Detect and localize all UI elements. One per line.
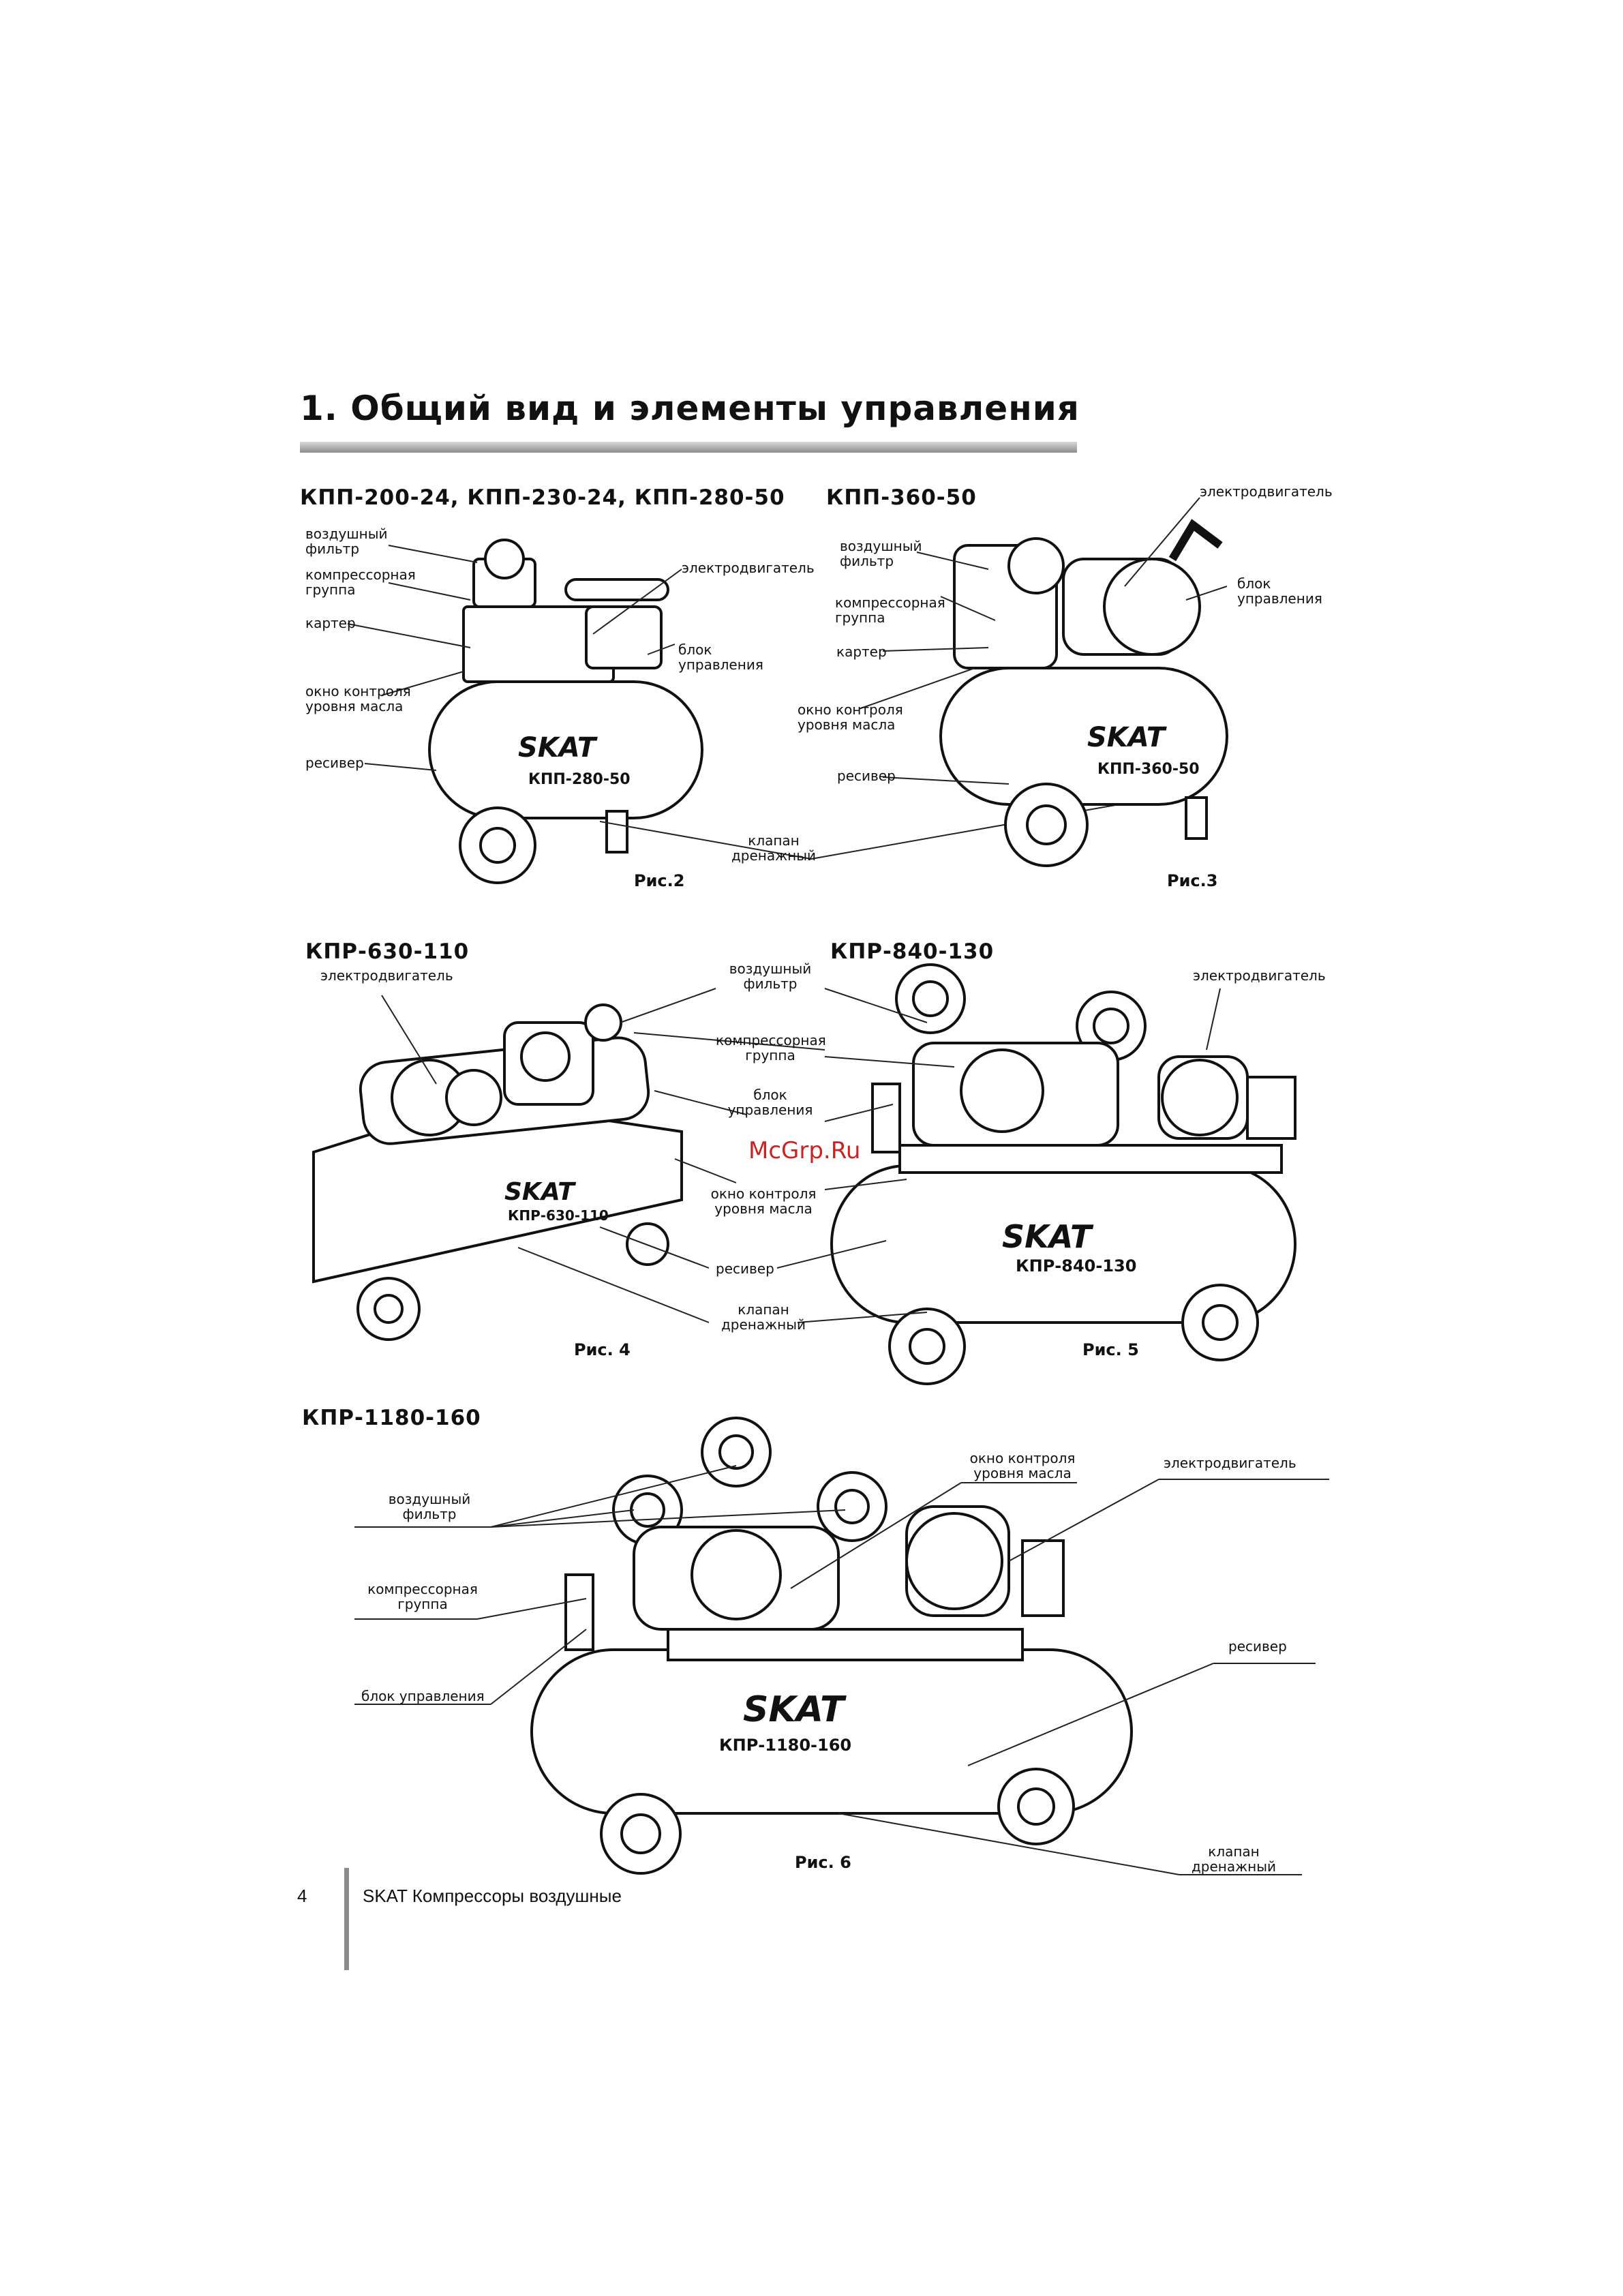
skat-logo-fig3: SKAT bbox=[1087, 722, 1167, 753]
figure-caption-fig5: Рис. 5 bbox=[1082, 1340, 1139, 1359]
watermark: McGrp.Ru bbox=[748, 1137, 861, 1164]
label-fig4-motor: электродвигатель bbox=[320, 967, 453, 984]
figure-caption-fig2: Рис.2 bbox=[634, 871, 685, 890]
figure-caption-fig6: Рис. 6 bbox=[795, 1853, 851, 1872]
plate-fig3: КПП-360-50 bbox=[1097, 761, 1200, 778]
plate-fig5: КПР-840-130 bbox=[1016, 1256, 1136, 1275]
page-number: 4 bbox=[297, 1886, 307, 1906]
compressor-drawing-fig2: SKAT КПП-280-50 bbox=[428, 539, 703, 884]
label-fig6-control: блок управления bbox=[361, 1688, 485, 1704]
label-fig3-motor: электродвигатель bbox=[1200, 483, 1333, 500]
plate-fig6: КПР-1180-160 bbox=[719, 1736, 851, 1755]
compressor-drawing-fig3: SKAT КПП-360-50 bbox=[939, 519, 1228, 867]
label-fig6-receiver: ресивер bbox=[1228, 1638, 1287, 1655]
model-heading-fig2: КПП-200-24, КПП-230-24, КПП-280-50 bbox=[300, 485, 785, 510]
plate-fig4: КПР-630-110 bbox=[508, 1207, 609, 1224]
model-heading-fig5: КПР-840-130 bbox=[830, 939, 995, 964]
label-fig2-receiver: ресивер bbox=[305, 755, 364, 771]
compressor-drawing-fig5: SKAT КПР-840-130 bbox=[830, 963, 1296, 1385]
model-heading-fig4: КПР-630-110 bbox=[305, 939, 470, 964]
label-fig3-receiver: ресивер bbox=[837, 768, 896, 784]
skat-logo-fig6: SKAT bbox=[743, 1689, 847, 1730]
figure-caption-fig3: Рис.3 bbox=[1167, 871, 1218, 890]
compressor-drawing-fig4: SKAT КПР-630-110 bbox=[312, 1003, 683, 1341]
plate-fig2: КПП-280-50 bbox=[528, 771, 631, 788]
label-fig6-motor: электродвигатель bbox=[1164, 1455, 1296, 1471]
page-title: 1. Общий вид и элементы управления bbox=[300, 389, 1080, 428]
label-fig2-motor: электродвигатель bbox=[682, 560, 815, 576]
label-fig3-crankcase: картер bbox=[836, 644, 887, 660]
label-shared45-receiver: ресивер bbox=[716, 1260, 774, 1277]
compressor-drawing-fig6: SKAT КПР-1180-160 bbox=[530, 1417, 1133, 1875]
skat-logo-fig2: SKAT bbox=[518, 732, 598, 764]
skat-logo-fig4: SKAT bbox=[504, 1178, 576, 1206]
footer-text: SKAT Компрессоры воздушные bbox=[363, 1886, 622, 1906]
label-fig2-crankcase: картер bbox=[305, 615, 356, 631]
title-underline bbox=[300, 442, 1077, 453]
footer-divider bbox=[344, 1868, 349, 1970]
model-heading-fig6: КПР-1180-160 bbox=[302, 1406, 481, 1430]
skat-logo-fig5: SKAT bbox=[1002, 1218, 1094, 1255]
label-fig5-motor: электродвигатель bbox=[1193, 967, 1326, 984]
figure-caption-fig4: Рис. 4 bbox=[574, 1340, 631, 1359]
model-heading-fig3: КПП-360-50 bbox=[826, 485, 977, 510]
